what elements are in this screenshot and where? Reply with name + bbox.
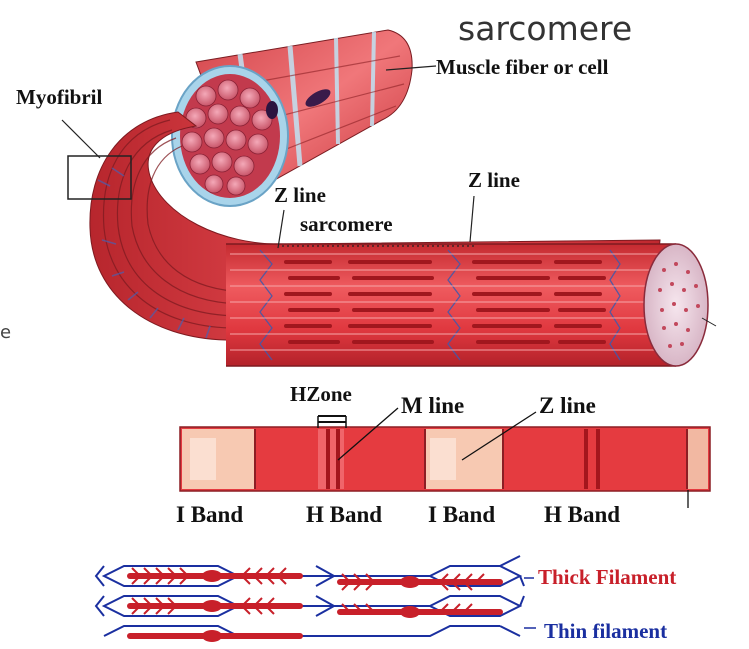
muscle-fiber-label: Muscle fiber or cell xyxy=(436,57,608,78)
filament-diagram xyxy=(96,556,536,642)
sarcomere-label: sarcomere xyxy=(300,214,393,235)
thin-filaments xyxy=(96,556,524,636)
m-line-label: M line xyxy=(401,394,464,417)
band-strip xyxy=(180,408,710,508)
h-band-label-1: H Band xyxy=(306,503,382,526)
i-band-label-1: I Band xyxy=(176,503,243,526)
h-band-label-2: H Band xyxy=(544,503,620,526)
z-line-left-label: Z line xyxy=(274,185,326,206)
i-band-label-2: I Band xyxy=(428,503,495,526)
myofibril-label: Myofibril xyxy=(16,87,102,108)
edge-fragment-text: e xyxy=(0,324,11,342)
diagram-title: sarcomere xyxy=(458,12,632,45)
h-zone-label: HZone xyxy=(290,384,352,405)
thin-filament-label: Thin filament xyxy=(544,621,667,642)
z-line-band-label: Z line xyxy=(539,394,596,417)
myofibril-straight-section xyxy=(226,244,716,366)
thick-filament-label: Thick Filament xyxy=(538,567,676,588)
z-line-right-label: Z line xyxy=(468,170,520,191)
muscle-fiber-cylinder xyxy=(172,30,412,206)
